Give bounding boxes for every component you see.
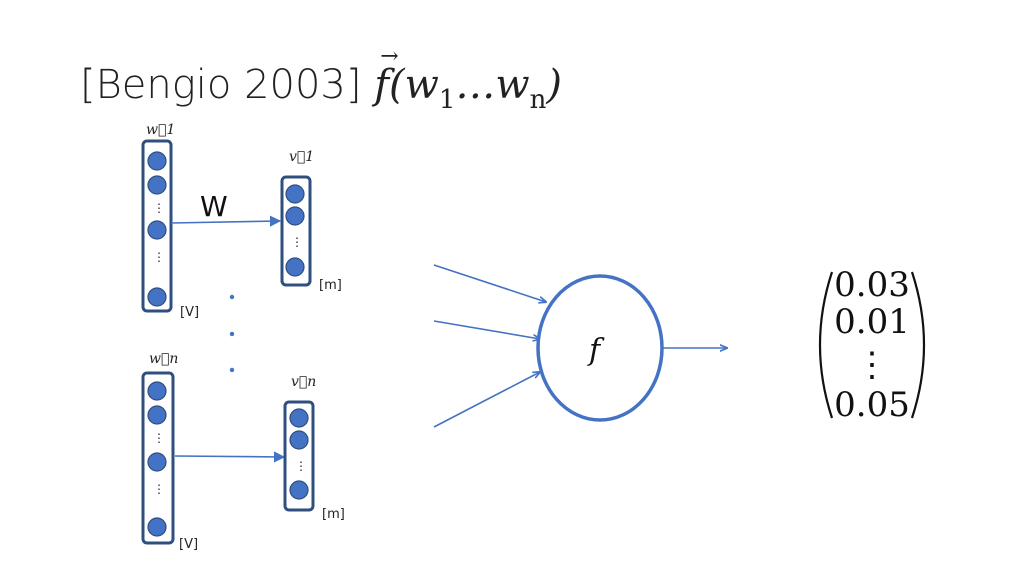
title-w1-subscript: 1 [438, 85, 456, 115]
input-node [147, 175, 167, 195]
title-open-paren: ( [389, 62, 405, 108]
embedding-vector-vn: v⃗n ⋮ [m] [283, 374, 345, 522]
input-vector-w1: w⃗1 ⋮ ⋮ [V] [141, 122, 199, 320]
continuation-dot [229, 294, 235, 300]
input-node [147, 452, 167, 472]
input-node [147, 287, 167, 307]
title-wn: w [495, 62, 530, 108]
input-vector-wn-label: w⃗n [149, 351, 178, 367]
embedding-vector-vn-size: [m] [322, 507, 345, 522]
input-arrow-2 [433, 320, 540, 339]
embedding-vector-v1-label: v⃗1 [289, 149, 314, 165]
vertical-ellipsis: ⋮ [295, 459, 307, 473]
title-citation: [Bengio 2003] [80, 62, 375, 108]
weight-label: W [200, 190, 228, 223]
input-vector-wn-box [141, 371, 175, 545]
embedding-vector-v1-size: [m] [319, 278, 342, 293]
title-ellipsis: … [455, 62, 496, 108]
input-node [147, 151, 167, 171]
output-value: 0.05 [834, 385, 910, 425]
slide-title: [Bengio 2003] f(w1…wn) [80, 44, 563, 115]
input-node [147, 517, 167, 537]
input-node [147, 381, 167, 401]
vertical-ellipsis: ⋮ [153, 431, 165, 445]
output-right-paren [910, 271, 926, 419]
input-vector-wn: w⃗n ⋮ ⋮ [V] [141, 351, 198, 552]
title-w1: w [404, 62, 439, 108]
input-vector-w1-size: [V] [180, 305, 199, 320]
embedding-vector-v1: v⃗1 ⋮ [m] [280, 149, 342, 293]
vertical-ellipsis: ⋮ [291, 235, 303, 249]
output-vector: 0.03 0.01 ⋮ 0.05 [818, 265, 926, 425]
input-arrow-3 [433, 372, 540, 428]
continuation-dot [229, 331, 235, 337]
embedding-node [285, 206, 305, 226]
weight-arrow-bottom [174, 451, 286, 463]
output-value: 0.03 [834, 265, 910, 305]
input-vector-w1-box [141, 139, 173, 313]
output-value: 0.01 [834, 302, 910, 342]
continuation-dot [229, 367, 235, 373]
input-node [147, 405, 167, 425]
embedding-vector-v1-box [280, 175, 312, 287]
title-formula: f(w1…wn) [374, 44, 563, 115]
embedding-node [289, 480, 309, 500]
weight-arrow-top [170, 215, 282, 227]
embedding-vector-vn-box [283, 400, 315, 512]
output-left-paren [818, 271, 834, 419]
embedding-node [289, 430, 309, 450]
function-node [536, 274, 664, 422]
vertical-ellipsis: ⋮ [153, 250, 165, 264]
input-node [147, 220, 167, 240]
title-close-paren: ) [546, 62, 563, 108]
vertical-ellipsis: ⋮ [153, 482, 165, 496]
input-arrow-1 [433, 264, 546, 302]
embedding-vector-vn-label: v⃗n [291, 374, 316, 390]
embedding-node [289, 408, 309, 428]
vertical-ellipsis: ⋮ [153, 201, 165, 215]
title-wn-subscript: n [529, 85, 547, 115]
input-vector-wn-size: [V] [179, 537, 198, 552]
title-function-symbol: f [374, 44, 398, 108]
input-vector-w1-label: w⃗1 [146, 122, 175, 138]
embedding-node [285, 257, 305, 277]
embedding-node [285, 184, 305, 204]
output-ellipsis: ⋮ [855, 345, 889, 385]
